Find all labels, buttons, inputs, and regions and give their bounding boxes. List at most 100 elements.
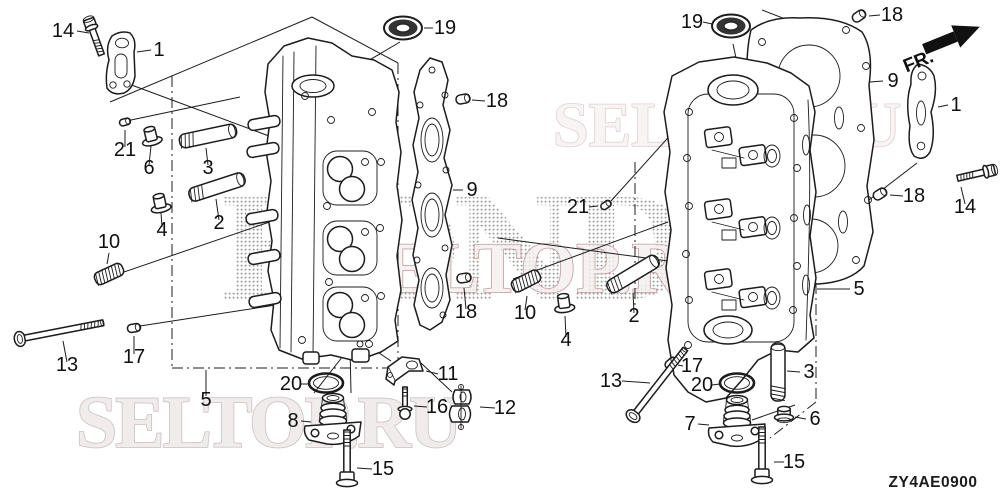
callout-19-25: 19 bbox=[681, 11, 703, 33]
cap-nut-6-right bbox=[773, 405, 795, 424]
callout-20-15: 20 bbox=[280, 373, 302, 395]
callout-11-17: 11 bbox=[438, 363, 459, 385]
fr-arrow-head-icon bbox=[951, 25, 980, 48]
small-parts-right bbox=[623, 7, 1000, 485]
leader-line-3-6 bbox=[205, 147, 209, 166]
fr-direction-indicator: FR. bbox=[900, 25, 980, 77]
callout-19-2: 19 bbox=[434, 17, 456, 39]
leader-line-13-12 bbox=[62, 340, 68, 363]
leader-line-20-34 bbox=[711, 383, 721, 386]
callout-14-29: 14 bbox=[954, 196, 976, 218]
callout-3-6: 3 bbox=[202, 157, 213, 179]
small-parts-bottom-left bbox=[303, 356, 472, 488]
diagram-code: ZY4AE0900 bbox=[889, 474, 978, 491]
long-bolt-13-left bbox=[12, 314, 107, 349]
callout-1-28: 1 bbox=[950, 94, 961, 116]
leader-line-14-29 bbox=[960, 186, 966, 205]
dowel-pin-18-left-top bbox=[454, 92, 472, 106]
stud-10-left bbox=[91, 261, 127, 287]
flange-bolt-14-right bbox=[955, 162, 1000, 186]
callout-20-34: 20 bbox=[691, 374, 713, 396]
cylinder-head-right-drawing bbox=[663, 56, 817, 403]
leader-line-18-11 bbox=[463, 287, 467, 310]
leader-line-13-33 bbox=[621, 380, 651, 384]
callout-9-10: 9 bbox=[466, 179, 477, 201]
leader-line-10-21 bbox=[524, 295, 528, 311]
dowel-pin-17-left bbox=[126, 322, 142, 334]
dowel-pin-21-left bbox=[118, 116, 132, 128]
callout-17-32: 17 bbox=[681, 355, 703, 377]
small-parts-left bbox=[12, 13, 472, 349]
leader-line-9-27 bbox=[869, 80, 884, 83]
leader-line-1-28 bbox=[937, 104, 949, 108]
callout-leader-lines bbox=[62, 14, 966, 470]
leader-line-17-32 bbox=[677, 364, 684, 367]
callout-21-24: 21 bbox=[567, 196, 589, 218]
leader-line-16-18 bbox=[413, 405, 428, 408]
callout-9-27: 9 bbox=[887, 70, 898, 92]
callout-15-20: 15 bbox=[372, 458, 394, 480]
dowel-pin-18-middle bbox=[455, 271, 473, 285]
callout-18-30: 18 bbox=[903, 185, 925, 207]
callout-13-12: 13 bbox=[56, 354, 78, 376]
head-gasket-left-drawing bbox=[411, 57, 453, 331]
leader-line-12-19 bbox=[479, 406, 496, 409]
callout-3-35: 3 bbox=[803, 361, 814, 383]
leader-line-18-26 bbox=[868, 14, 881, 17]
dowel-pin-18-right-top bbox=[849, 7, 869, 25]
callout-labels: 14 1 19 18 21 6 3 2 4 10 9 18 13 17 5 20 8 11 16 12 15 10 4 2 21… bbox=[52, 4, 976, 480]
dowel-pin-18-right-mid bbox=[870, 185, 890, 203]
stud-bolt-3-left bbox=[177, 122, 239, 150]
leader-line-7-36 bbox=[697, 423, 710, 426]
watermark-bottom-left: SELTOP.RU bbox=[76, 382, 461, 464]
wire-clamp-12 bbox=[448, 384, 472, 430]
callout-17-13: 17 bbox=[123, 346, 145, 368]
callout-10-9: 10 bbox=[98, 231, 120, 253]
callout-5-14: 5 bbox=[200, 389, 211, 411]
sealing-cap-4-left bbox=[147, 190, 173, 216]
fr-arrow-tail bbox=[922, 31, 958, 55]
callout-12-19: 12 bbox=[494, 397, 516, 419]
callout-8-16: 8 bbox=[287, 410, 298, 432]
callout-2-7: 2 bbox=[213, 212, 224, 234]
callout-6-37: 6 bbox=[809, 408, 820, 430]
leader-line-18-3 bbox=[471, 99, 486, 102]
leader-line-2-23 bbox=[632, 292, 635, 314]
callout-10-21: 10 bbox=[514, 302, 536, 324]
callout-21-4: 21 bbox=[114, 139, 136, 161]
callout-4-8: 4 bbox=[156, 219, 167, 241]
cylinder-head-left-drawing bbox=[245, 37, 403, 365]
stud-bolt-3-right bbox=[770, 342, 786, 402]
leader-line-2-7 bbox=[215, 198, 220, 221]
leader-line-19-25 bbox=[702, 21, 713, 25]
callout-16-18: 16 bbox=[426, 396, 448, 418]
left-group-edge bbox=[109, 16, 313, 103]
callout-18-11: 18 bbox=[455, 301, 477, 323]
leader-line-21-24 bbox=[588, 205, 599, 208]
leader-line-1-1 bbox=[136, 49, 152, 53]
leader-line-11-17 bbox=[425, 370, 439, 375]
callout-15-38: 15 bbox=[783, 451, 805, 473]
leader-line-3-35 bbox=[786, 370, 801, 373]
leader-line-15-20 bbox=[356, 467, 373, 470]
bracket-left-leader bbox=[117, 79, 297, 147]
callout-14-0: 14 bbox=[52, 20, 74, 42]
clamp-bracket-11 bbox=[385, 356, 424, 386]
callout-2-23: 2 bbox=[628, 305, 639, 327]
leader-line-18-30 bbox=[889, 194, 904, 197]
leader-line-10-9 bbox=[106, 252, 110, 265]
leader-line-6-5 bbox=[148, 145, 152, 166]
callout-5-31: 5 bbox=[853, 278, 864, 300]
leader-line-14-0 bbox=[76, 30, 90, 34]
callout-7-36: 7 bbox=[684, 413, 695, 435]
leader-line-8-16 bbox=[300, 420, 312, 423]
callout-4-22: 4 bbox=[560, 329, 571, 351]
engine-hanger-bracket-1-right bbox=[907, 63, 937, 159]
leader-line-4-8 bbox=[160, 212, 163, 228]
flange-bolt-14-left bbox=[80, 13, 109, 58]
callout-18-3: 18 bbox=[486, 90, 508, 112]
sealing-cap-6-left bbox=[138, 123, 164, 149]
left-group-edge-right bbox=[311, 16, 399, 64]
callout-13-33: 13 bbox=[600, 370, 622, 392]
